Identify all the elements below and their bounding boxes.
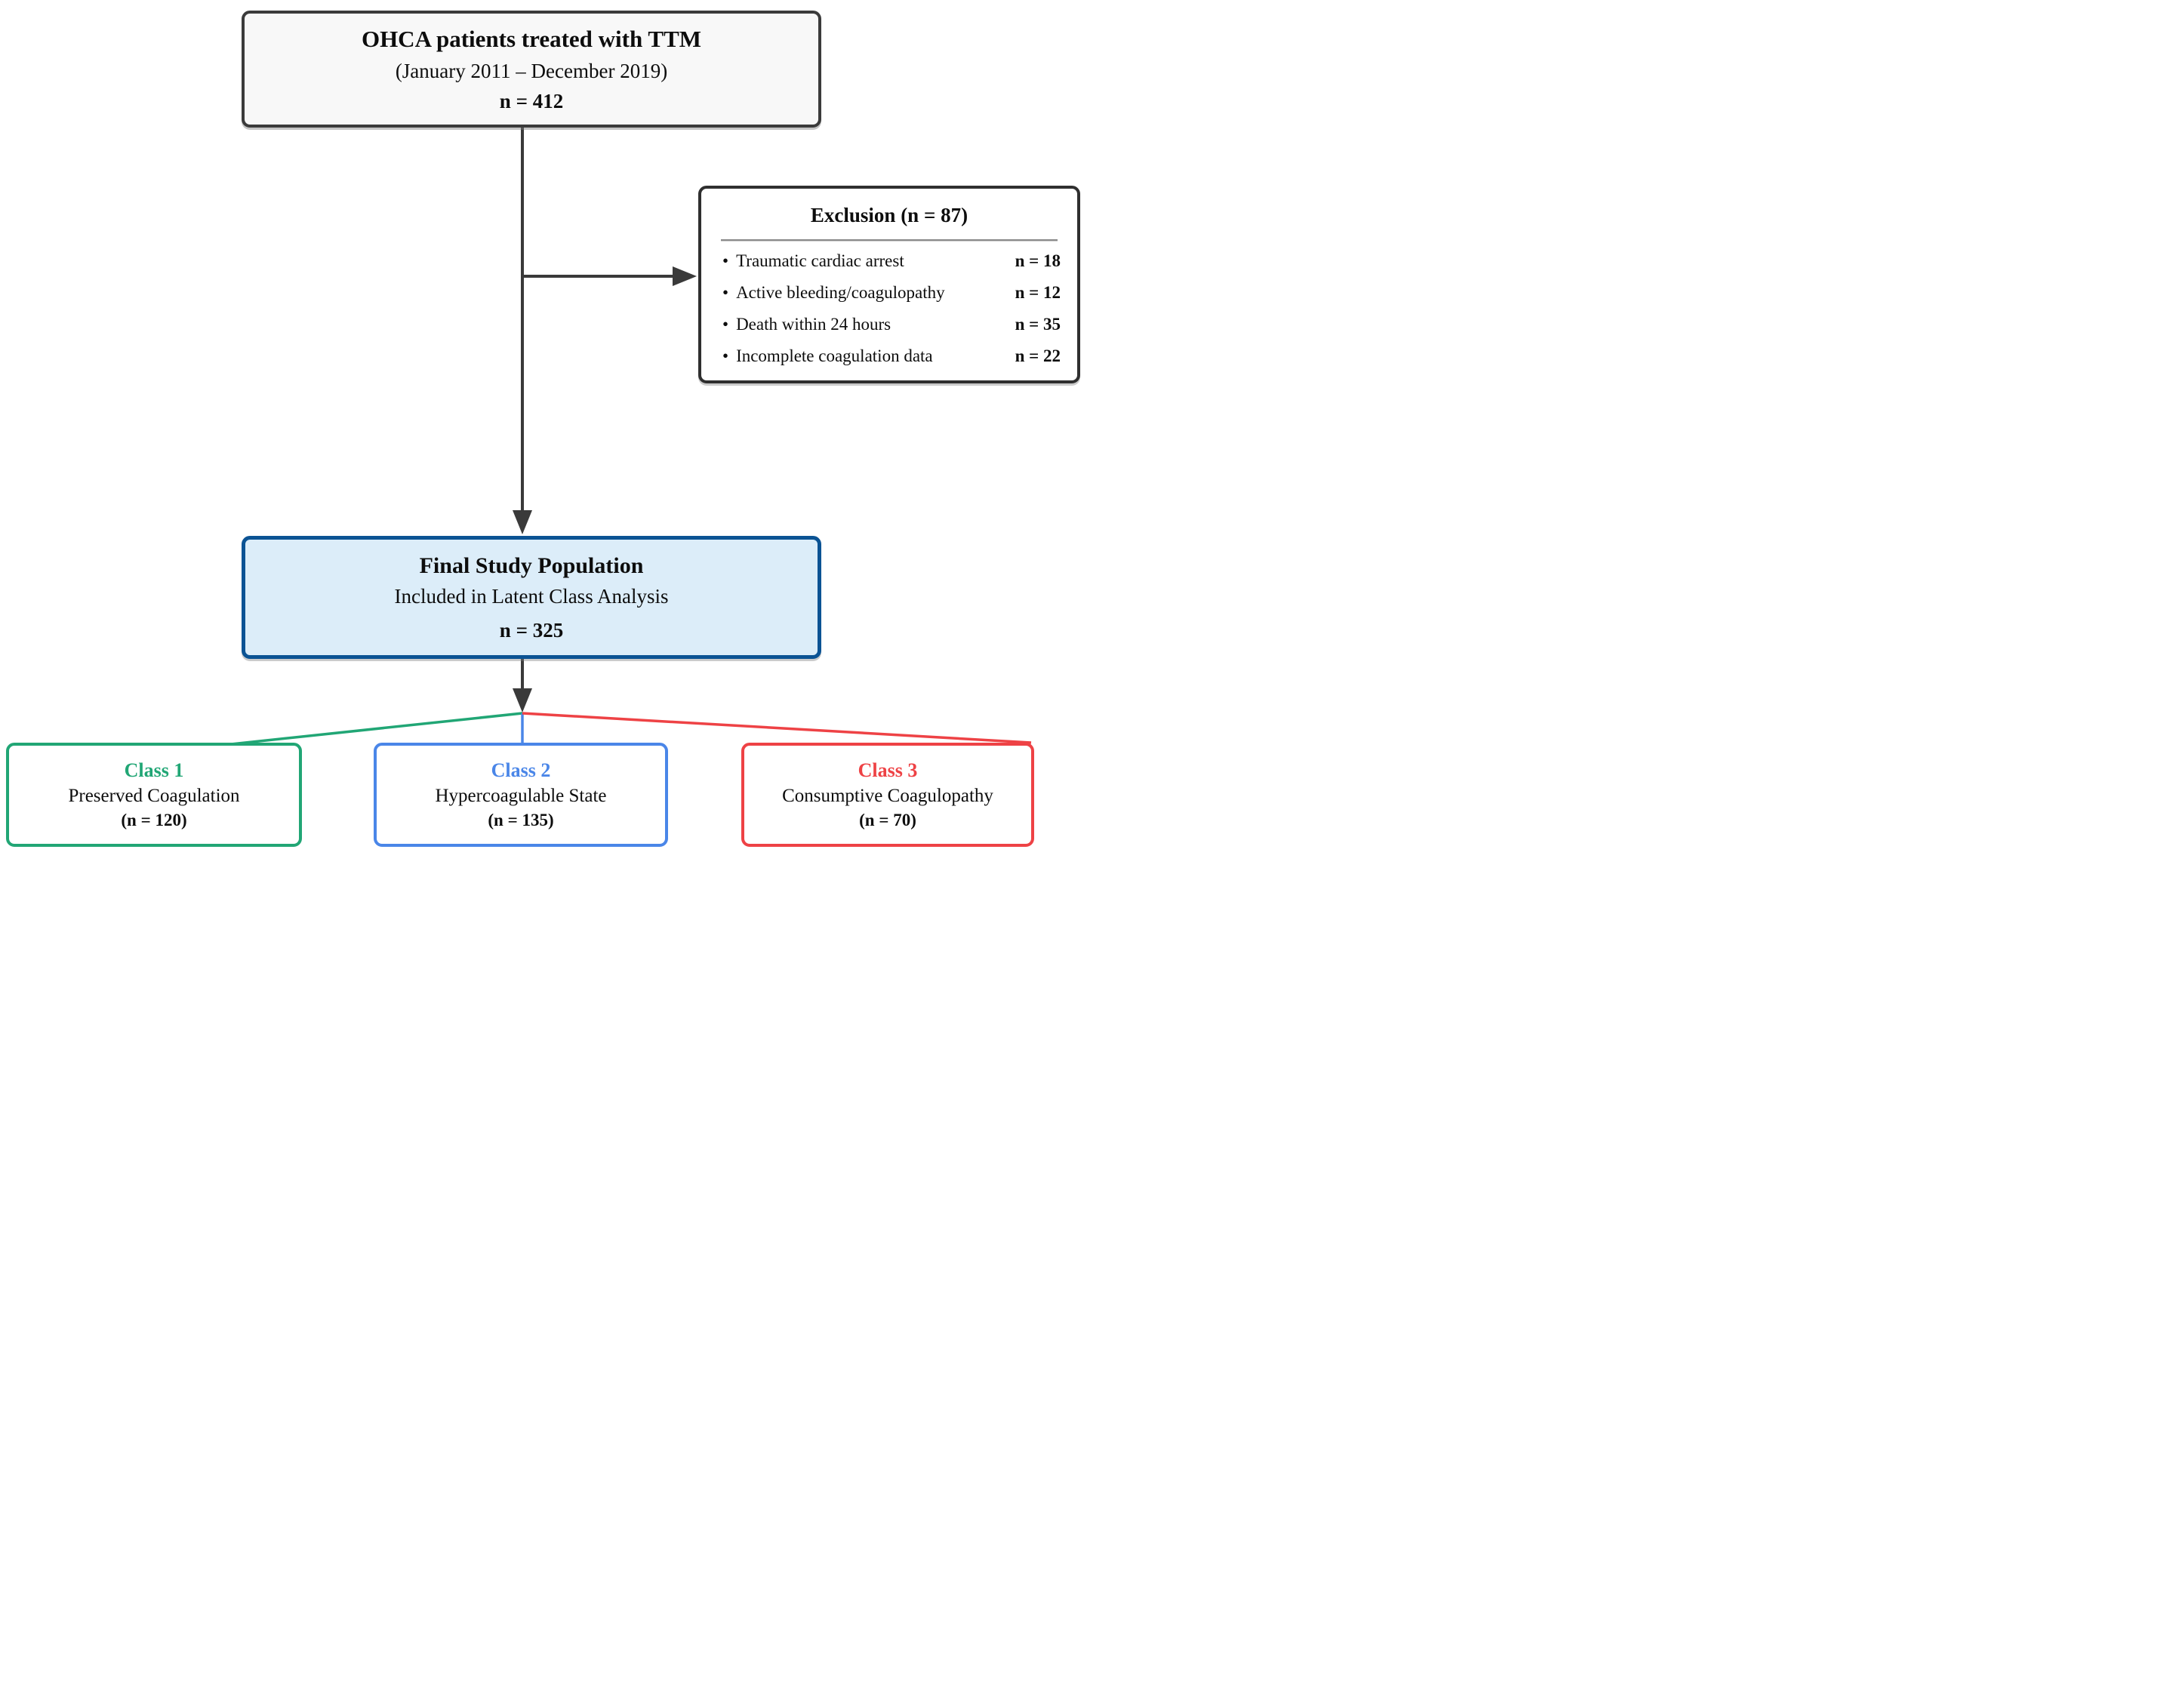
final-subtitle: Included in Latent Class Analysis [394,584,669,608]
flow-diagram: OHCA patients treated with TTM (January … [0,0,1087,854]
fan-line-class3 [522,712,1032,744]
exclusion-list: • Traumatic cardiac arrest n = 18 • Acti… [716,245,1062,371]
final-title: Final Study Population [419,552,644,578]
exclusion-divider [721,239,1058,241]
arrow-final-to-classes-head [513,688,532,712]
ohca-period: (January 2011 – December 2019) [395,59,668,82]
bullet-icon: • [722,346,729,365]
exclusion-item: • Active bleeding/coagulopathy n = 12 [716,284,1062,301]
exclusion-item-n: n = 12 [1015,283,1061,303]
node-final-study-population: Final Study Population Included in Laten… [242,536,821,659]
connector-layer [230,127,1032,746]
exclusion-title: Exclusion (n = 87) [810,204,968,226]
exclusion-item: • Traumatic cardiac arrest n = 18 [716,252,1062,269]
fan-line-class1 [230,712,523,746]
exclusion-item-n: n = 18 [1015,251,1061,271]
class3-n: (n = 70) [859,811,916,829]
exclusion-item-n: n = 35 [1015,314,1061,334]
node-class-3: Class 3 Consumptive Coagulopathy (n = 70… [741,743,1034,847]
ohca-title: OHCA patients treated with TTM [361,25,702,52]
exclusion-item-label: Traumatic cardiac arrest [736,251,904,271]
exclusion-item-label: Death within 24 hours [736,314,891,334]
class3-title: Class 3 [858,759,918,781]
final-n: n = 325 [499,618,564,642]
arrow-top-to-final-head [513,510,532,534]
class1-title: Class 1 [124,759,184,781]
node-class-2: Class 2 Hypercoagulable State (n = 135) [374,743,668,847]
node-ohca-patients: OHCA patients treated with TTM (January … [242,11,821,128]
class2-n: (n = 135) [488,811,554,829]
exclusion-item-label: Incomplete coagulation data [736,346,933,365]
ohca-n: n = 412 [499,89,564,112]
class2-title: Class 2 [491,759,551,781]
arrow-to-exclusion-head [673,266,697,286]
class2-name: Hypercoagulable State [435,786,607,806]
node-class-1: Class 1 Preserved Coagulation (n = 120) [6,743,302,847]
bullet-icon: • [722,314,729,334]
exclusion-item-n: n = 22 [1015,346,1061,365]
class3-name: Consumptive Coagulopathy [782,786,993,806]
exclusion-item: • Death within 24 hours n = 35 [716,315,1062,333]
bullet-icon: • [722,283,729,303]
exclusion-item: • Incomplete coagulation data n = 22 [716,347,1062,365]
exclusion-item-label: Active bleeding/coagulopathy [736,283,945,303]
node-exclusion: Exclusion (n = 87) • Traumatic cardiac a… [698,186,1080,383]
class1-n: (n = 120) [121,811,187,829]
bullet-icon: • [722,251,729,271]
class1-name: Preserved Coagulation [68,786,240,806]
